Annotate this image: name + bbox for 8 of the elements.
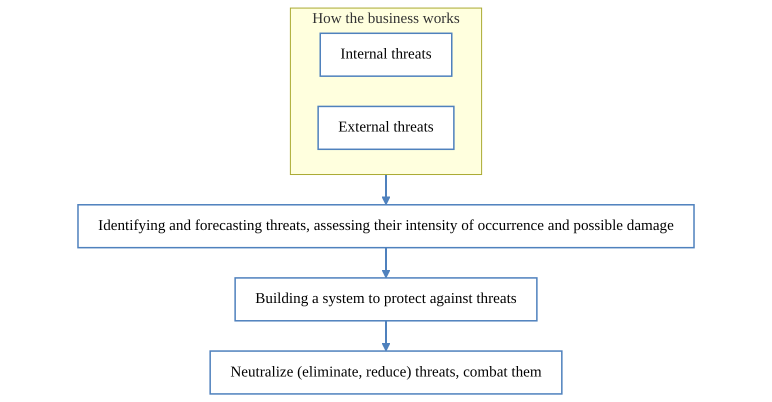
node-box: Neutralize (eliminate, reduce) threats, combat them	[209, 350, 563, 395]
node-box: Building a system to protect against threats	[234, 277, 538, 322]
node-box: Internal threats	[319, 32, 453, 77]
node-box: Identifying and forecasting threats, assessing their intensity of occurrence and possible damage	[77, 204, 695, 248]
arrow	[382, 320, 390, 352]
arrow	[382, 174, 390, 206]
arrow	[382, 248, 390, 278]
node-box: External threats	[317, 106, 455, 150]
